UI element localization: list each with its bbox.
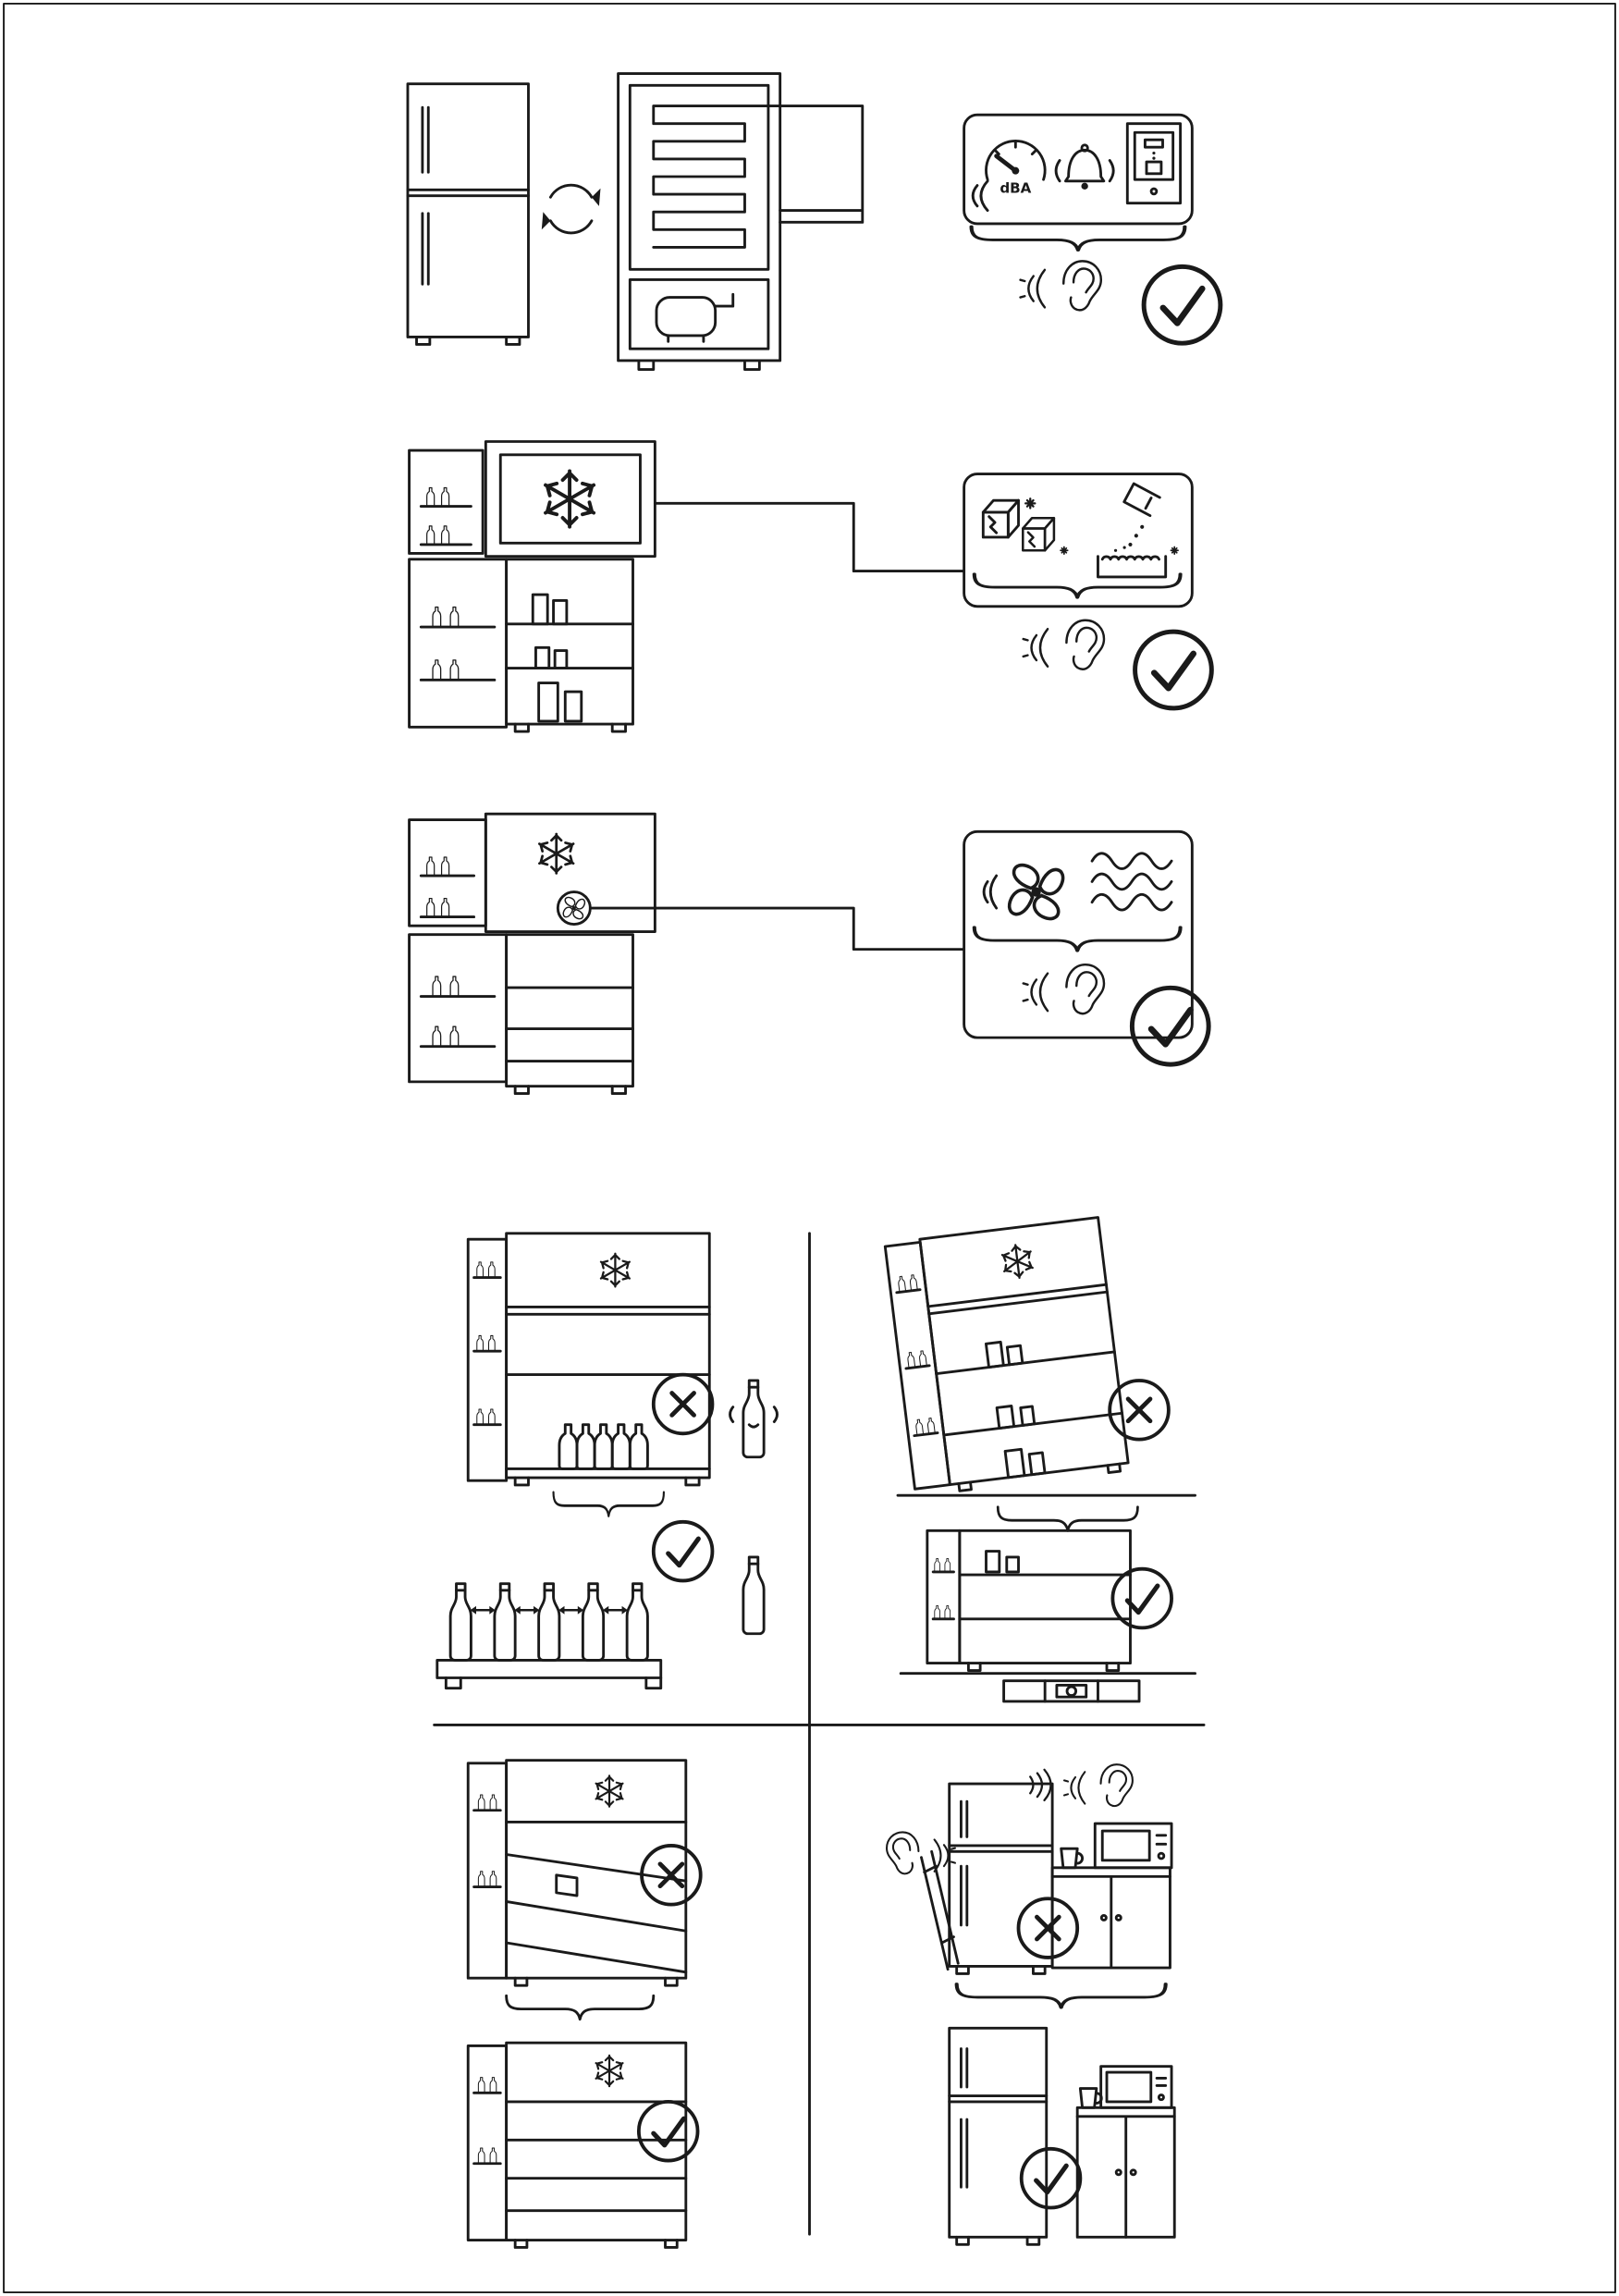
cabinet xyxy=(1075,2106,1176,2239)
quadrant-shelves xyxy=(466,1759,700,2249)
fan-noise-panel xyxy=(963,829,1194,1039)
cross-mark-icon xyxy=(1019,1898,1078,1958)
check-mark-icon xyxy=(1112,1569,1171,1628)
brace xyxy=(552,1491,666,1517)
fan-location-icon xyxy=(556,890,592,926)
connector-line xyxy=(588,906,966,952)
listening-ear-left-icon xyxy=(885,1831,956,1875)
brace xyxy=(996,1505,1139,1532)
air-waves-icon xyxy=(1090,852,1173,912)
microwave xyxy=(1093,1822,1173,1870)
spirit-level-icon xyxy=(1002,1679,1141,1703)
quadrant-bottles xyxy=(435,1232,779,1690)
listening-ear-icon xyxy=(1022,619,1106,670)
section-fan-noise xyxy=(408,812,1209,1096)
food-noise-panel xyxy=(963,473,1194,608)
snowflake-icon xyxy=(597,1252,633,1288)
quadrant-leveling xyxy=(883,1216,1196,1703)
fridge-with-gap xyxy=(948,2026,1176,2246)
refrigerant-pipes xyxy=(779,104,865,224)
refrigerator xyxy=(948,2026,1049,2246)
ice-cubes-icon xyxy=(981,497,1069,555)
double-arrow-icon xyxy=(512,1604,541,1616)
double-arrow-icon xyxy=(557,1604,585,1616)
listening-ear-icon xyxy=(1019,260,1103,312)
double-arrow-icon xyxy=(601,1604,630,1616)
cup-icon xyxy=(1060,1847,1085,1870)
fridge-tilted xyxy=(883,1216,1130,1492)
connector-line xyxy=(653,501,966,572)
fridge-shelves-misaligned xyxy=(466,1759,688,1987)
snowflake-icon xyxy=(593,2054,626,2088)
microwave xyxy=(1099,2065,1173,2109)
refrigerator-open-fan xyxy=(408,812,656,1096)
cabinet xyxy=(1050,1866,1171,1970)
double-arrow-icon xyxy=(469,1604,497,1616)
dba-label: dBA xyxy=(1000,180,1031,197)
snowflake-icon xyxy=(593,1774,626,1808)
cross-mark-icon xyxy=(1110,1381,1169,1440)
fridge-bottles-touching xyxy=(466,1232,711,1487)
check-mark-icon xyxy=(1135,632,1212,708)
evaporator-coil xyxy=(652,104,782,249)
check-mark-icon xyxy=(639,2102,698,2161)
ice-water-dispenser-icon xyxy=(1125,122,1183,205)
check-mark-icon xyxy=(654,1522,713,1581)
fridge-shelves-level xyxy=(466,2041,688,2249)
check-mark-icon xyxy=(1144,266,1220,343)
page-border xyxy=(3,3,1616,2293)
quadrant-clearance xyxy=(885,1763,1176,2246)
bottle-rack-spaced xyxy=(435,1582,663,1690)
compressor-panel xyxy=(628,277,770,350)
compressor xyxy=(655,292,735,343)
snowflake-icon xyxy=(540,469,599,529)
bell-icon xyxy=(1054,143,1115,190)
snowflake-icon xyxy=(998,1242,1037,1282)
brace xyxy=(957,1984,1166,2007)
evaporator-compressor-unit xyxy=(617,72,782,371)
check-mark-icon xyxy=(1132,988,1208,1064)
section-food-noise xyxy=(408,440,1212,733)
bottle-cluster xyxy=(558,1423,649,1470)
sagging-shelves xyxy=(505,1853,688,1974)
refrigerator-closed xyxy=(406,82,530,346)
decibel-gauge-icon: dBA xyxy=(971,139,1047,213)
section-compressor-noise: dBA xyxy=(406,72,1220,371)
listening-ear-icon xyxy=(1022,963,1106,1015)
liquid-pouring-icon xyxy=(1097,482,1179,579)
cycle-arrows-icon xyxy=(541,183,601,235)
fridge-touching-cabinet xyxy=(885,1763,1173,2007)
bottle-icon xyxy=(742,1555,766,1636)
snowflake-icon xyxy=(535,832,578,875)
refrigerator xyxy=(948,1782,1054,1975)
cross-mark-icon xyxy=(654,1375,713,1434)
fan-icon xyxy=(982,863,1065,921)
rattling-bottle-icon xyxy=(729,1379,779,1459)
listening-ear-top-icon xyxy=(1062,1763,1134,1808)
fridge-level xyxy=(926,1529,1132,1672)
cup-icon xyxy=(1078,2087,1103,2109)
noise-sources-panel: dBA xyxy=(963,113,1194,226)
brace xyxy=(505,1994,656,2021)
check-mark-icon xyxy=(1022,2149,1081,2208)
refrigerator-open-freezer xyxy=(408,440,656,733)
brace-under-panel xyxy=(972,227,1185,250)
leaning-board xyxy=(920,1849,960,1971)
brace-under-icons xyxy=(975,927,1181,951)
evaporator-coil-panel xyxy=(628,83,770,271)
